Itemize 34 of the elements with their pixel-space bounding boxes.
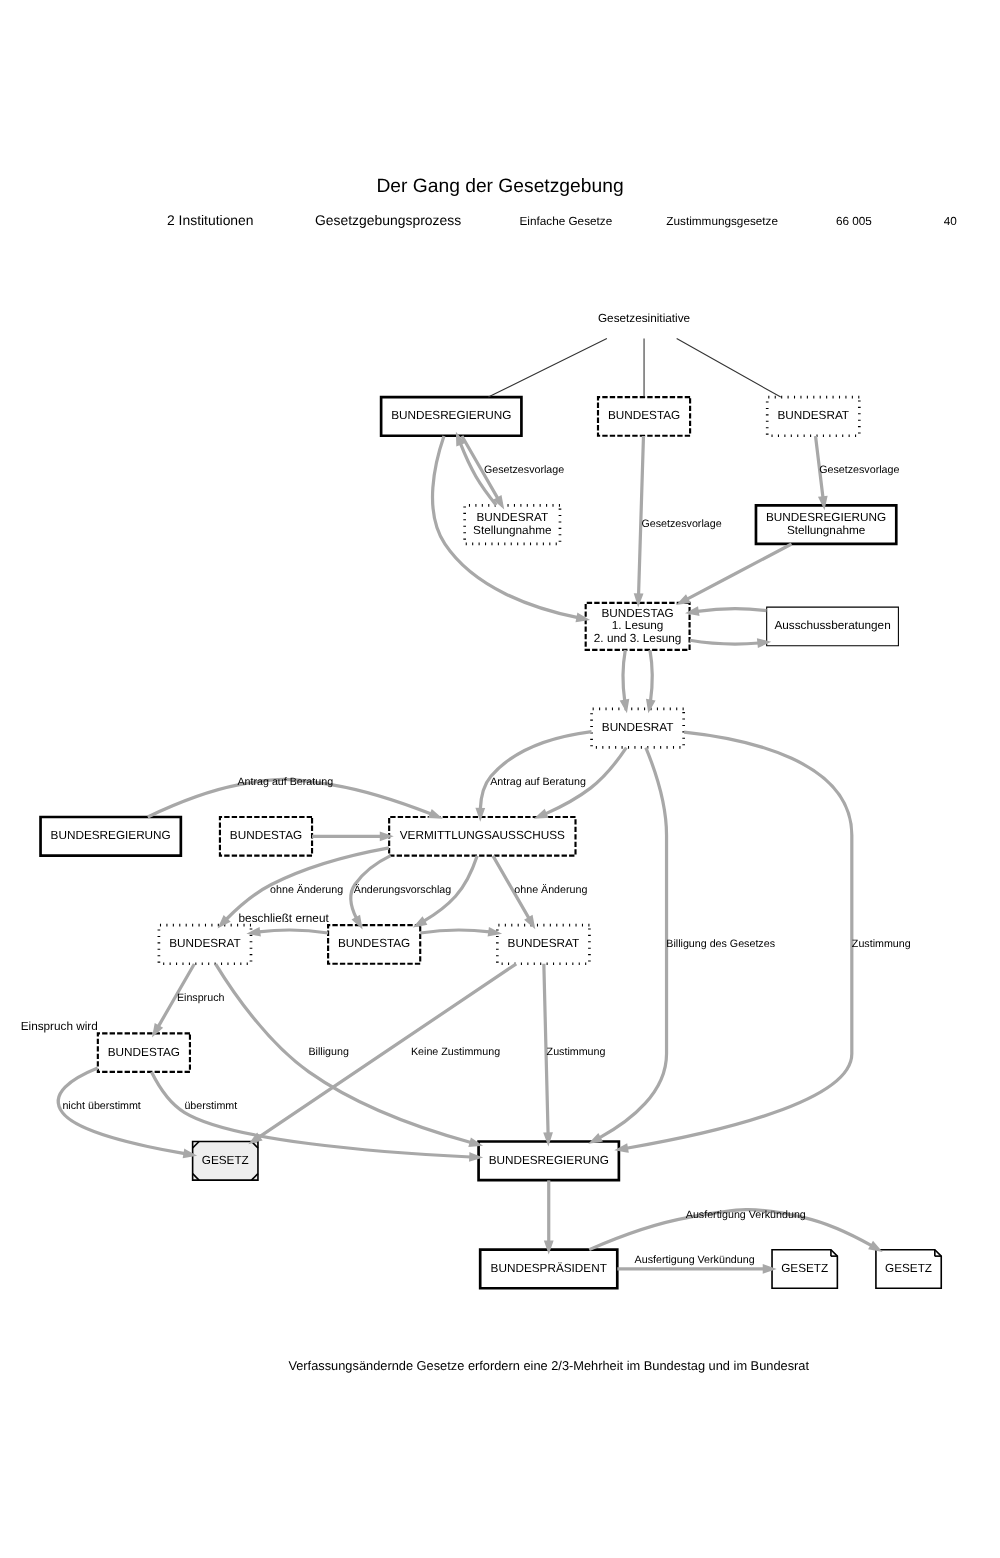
arrow	[614, 730, 854, 1153]
arrow	[813, 435, 828, 511]
arrow	[633, 435, 646, 608]
arrow	[412, 855, 479, 928]
arrow	[214, 963, 484, 1147]
arrow	[619, 649, 630, 714]
arrow	[617, 1264, 777, 1274]
arrow	[533, 746, 628, 819]
diagram-title: Der Gang der Gesetzgebung	[376, 175, 624, 198]
arrow	[685, 606, 767, 616]
connector	[487, 337, 608, 398]
arrow	[420, 926, 503, 937]
arrow	[147, 777, 443, 819]
arrow	[312, 831, 394, 842]
arrow	[248, 962, 518, 1145]
arrow	[645, 649, 656, 714]
arrow	[460, 435, 505, 510]
arrow	[217, 846, 390, 929]
arrow	[689, 638, 772, 648]
arrow	[491, 855, 536, 930]
arrow	[455, 431, 498, 507]
arrow	[151, 963, 196, 1038]
arrow	[588, 746, 669, 1144]
arrow	[475, 730, 592, 822]
arrow	[246, 926, 329, 937]
arrow	[543, 1180, 554, 1255]
arrow	[349, 854, 392, 930]
arrow	[150, 1071, 484, 1162]
arrow	[542, 963, 553, 1147]
connector	[676, 337, 782, 398]
connector	[643, 337, 645, 398]
arrow	[588, 1208, 883, 1252]
arrow	[430, 435, 591, 623]
arrow	[675, 542, 793, 606]
